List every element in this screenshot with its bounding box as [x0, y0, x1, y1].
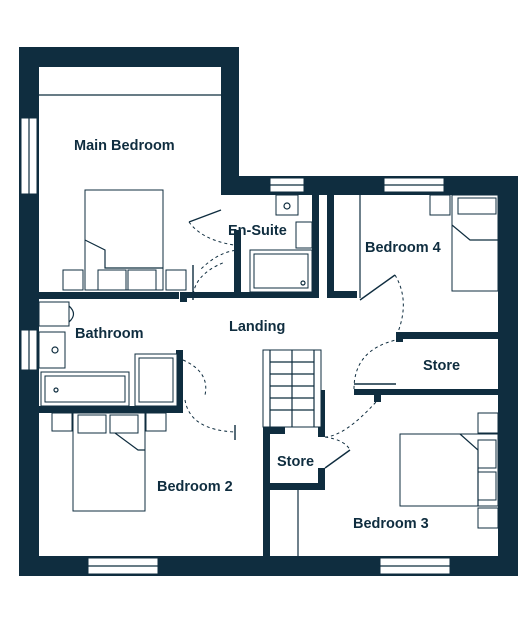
room-labels: Main Bedroom En-Suite Bedroom 4 Bathroom…: [74, 138, 460, 532]
windows: [20, 117, 451, 575]
pillow-main-2: [127, 269, 157, 291]
label-store-center: Store: [277, 454, 314, 470]
label-bedroom-3: Bedroom 3: [353, 516, 429, 532]
main-bedroom-furniture: [39, 94, 221, 291]
label-bathroom: Bathroom: [75, 326, 143, 342]
nightstand-main-left: [62, 269, 84, 291]
nightstand-main-right: [165, 269, 187, 291]
pillow-main-1: [97, 269, 127, 291]
label-store-right: Store: [423, 358, 460, 374]
label-bedroom-4: Bedroom 4: [365, 240, 441, 256]
label-landing: Landing: [229, 319, 285, 335]
en-suite-fixtures: [249, 194, 318, 293]
nightstand-bedroom-2-right: [145, 412, 167, 432]
nightstand-bedroom-3-bottom: [477, 507, 499, 529]
nightstand-bedroom-4: [429, 194, 451, 216]
label-main-bedroom: Main Bedroom: [74, 138, 175, 154]
doors: [182, 209, 404, 469]
bedroom-2-furniture: [51, 412, 167, 512]
bathroom-toilet: [38, 301, 70, 327]
nightstand-bedroom-3-top: [477, 412, 499, 434]
label-bedroom-2: Bedroom 2: [157, 479, 233, 495]
stairs: [262, 349, 322, 428]
en-suite-toilet: [295, 221, 313, 249]
nightstand-bedroom-2-left: [51, 412, 73, 432]
bedroom-3-furniture: [297, 412, 499, 556]
bathroom-fixtures: [38, 301, 178, 407]
en-suite-basin: [275, 194, 299, 216]
label-en-suite: En-Suite: [228, 223, 287, 239]
bedroom-4-furniture: [359, 194, 499, 298]
